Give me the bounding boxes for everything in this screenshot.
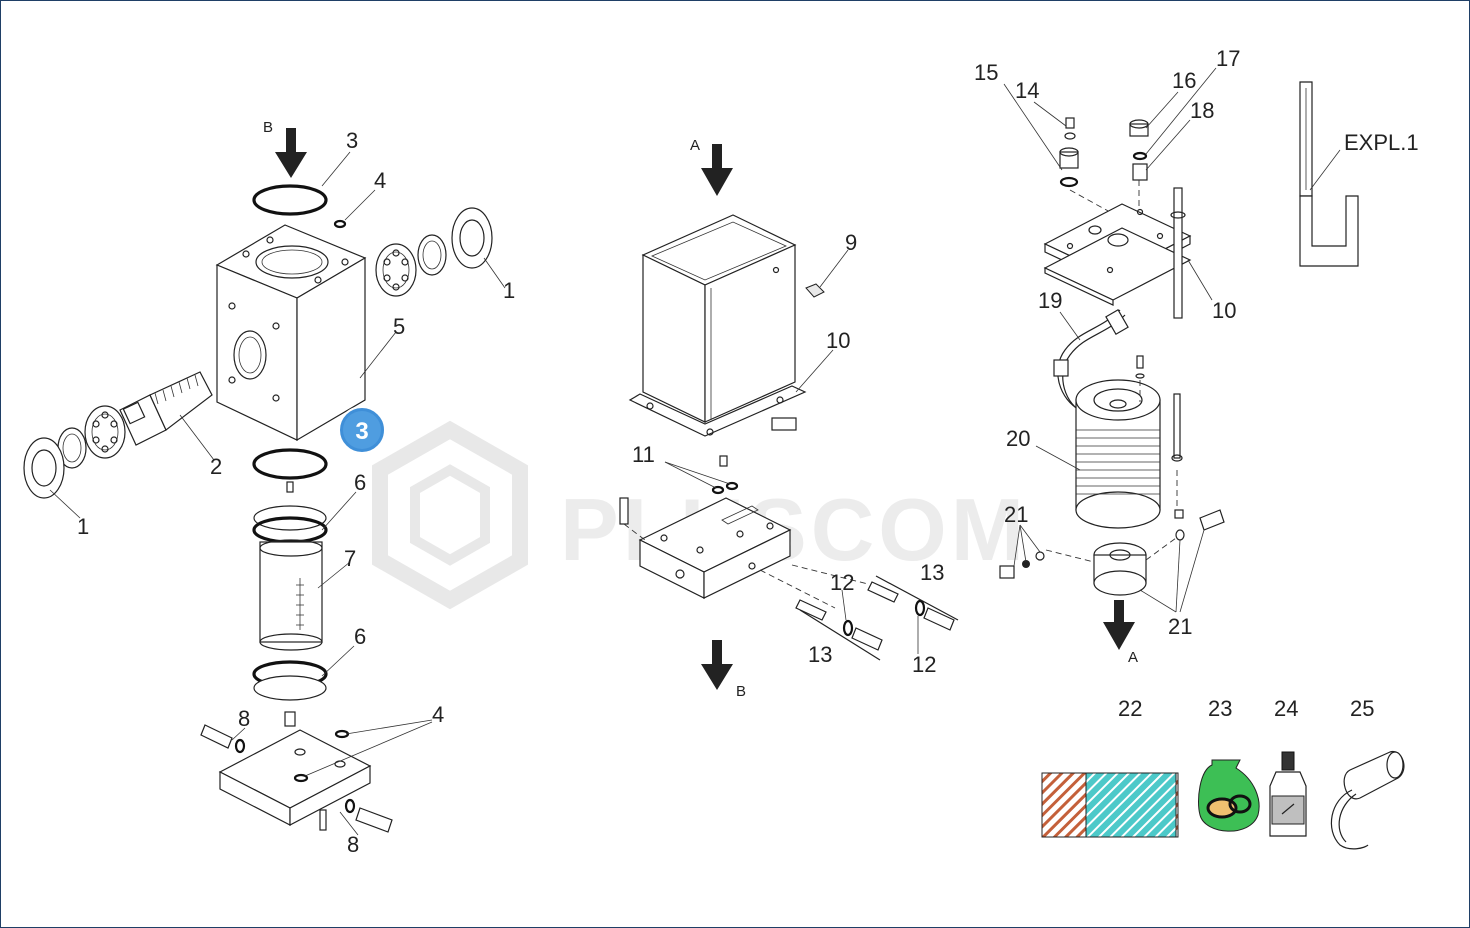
coupling-part-21 bbox=[999, 509, 1225, 596]
label-14: 14 bbox=[1015, 78, 1039, 103]
arrow-down-icon bbox=[275, 128, 307, 178]
label-13: 13 bbox=[920, 560, 944, 585]
arrow-down-icon bbox=[1103, 600, 1135, 650]
label-expl-1: EXPL.1 bbox=[1344, 130, 1419, 155]
watermark: PLUSCOM bbox=[372, 420, 1028, 610]
base-block bbox=[218, 711, 372, 831]
accessory-seal-bag-part-23 bbox=[1198, 759, 1260, 832]
fitting-part-8-left bbox=[200, 724, 246, 754]
screw-part-14 bbox=[1065, 117, 1075, 129]
housing-block-part-5 bbox=[215, 224, 367, 442]
label-4: 4 bbox=[432, 702, 444, 727]
left-leaders bbox=[49, 151, 506, 836]
label-1: 1 bbox=[77, 514, 89, 539]
label-25: 25 bbox=[1350, 696, 1374, 721]
arrow-down-icon bbox=[701, 144, 733, 196]
label-7: 7 bbox=[344, 546, 356, 571]
distributor-plate bbox=[619, 497, 792, 599]
label-6: 6 bbox=[354, 470, 366, 495]
label-12: 12 bbox=[830, 570, 854, 595]
arrow-label-a: A bbox=[690, 137, 700, 154]
arrow-label-a: A bbox=[1128, 649, 1138, 666]
accessory-felt-part-22 bbox=[1041, 772, 1179, 838]
tank-box bbox=[628, 214, 807, 437]
label-10: 10 bbox=[826, 328, 850, 353]
label-24: 24 bbox=[1274, 696, 1298, 721]
cap-part-6-bottom bbox=[252, 660, 328, 701]
expl-tool bbox=[1299, 81, 1359, 267]
label-2: 2 bbox=[210, 454, 222, 479]
label-6: 6 bbox=[354, 624, 366, 649]
label-21: 21 bbox=[1004, 502, 1028, 527]
screw-part-9 bbox=[805, 283, 825, 298]
label-15: 15 bbox=[974, 60, 998, 85]
left-assembly: B bbox=[23, 119, 493, 833]
accessory-capacitor-part-25 bbox=[1330, 751, 1405, 850]
cable-part-19 bbox=[1053, 309, 1129, 415]
label-18: 18 bbox=[1190, 98, 1214, 123]
accessory-bottle-part-24 bbox=[1269, 751, 1307, 837]
right-leaders bbox=[1003, 67, 1341, 613]
fitting-group-left bbox=[759, 569, 883, 661]
motor-part-20 bbox=[1075, 355, 1183, 529]
label-3: 3 bbox=[346, 128, 358, 153]
gear-shaft-part-2 bbox=[119, 371, 213, 446]
label-13: 13 bbox=[808, 642, 832, 667]
label-8: 8 bbox=[238, 706, 250, 731]
o-ring-part-3 bbox=[252, 184, 328, 216]
label-23: 23 bbox=[1208, 696, 1232, 721]
arrow-label-b: B bbox=[736, 683, 746, 700]
label-9: 9 bbox=[845, 230, 857, 255]
label-11: 11 bbox=[632, 442, 655, 467]
plug-part-16 bbox=[1129, 119, 1149, 181]
label-19: 19 bbox=[1038, 288, 1062, 313]
label-21: 21 bbox=[1168, 614, 1192, 639]
step-badge-number: 3 bbox=[355, 418, 368, 445]
fitting-group-right bbox=[791, 564, 959, 631]
right-assembly: A bbox=[999, 81, 1359, 666]
o-ring-lower bbox=[252, 448, 328, 480]
label-17: 17 bbox=[1216, 46, 1240, 71]
label-5: 5 bbox=[393, 314, 405, 339]
middle-assembly: A bbox=[619, 137, 959, 700]
step-badge[interactable]: 3 bbox=[338, 406, 386, 454]
plug-part-15 bbox=[1059, 147, 1079, 188]
watermark-text: PLUSCOM bbox=[560, 480, 1028, 579]
arrow-label-b: B bbox=[263, 119, 273, 136]
seals-part-11 bbox=[711, 455, 739, 495]
bearing-right bbox=[375, 207, 493, 297]
middle-leaders bbox=[664, 249, 919, 654]
small-seal-part-4 bbox=[333, 219, 347, 229]
label-10: 10 bbox=[1212, 298, 1236, 323]
label-20: 20 bbox=[1006, 426, 1030, 451]
fitting-part-8-right bbox=[344, 798, 393, 833]
sight-glass-part-7 bbox=[259, 539, 323, 651]
label-1: 1 bbox=[503, 278, 515, 303]
cap-part-6-top bbox=[252, 481, 328, 544]
label-8: 8 bbox=[347, 832, 359, 857]
bearing-left bbox=[23, 405, 126, 499]
label-22: 22 bbox=[1118, 696, 1142, 721]
label-12: 12 bbox=[912, 652, 936, 677]
arrow-down-icon bbox=[701, 640, 733, 690]
label-4: 4 bbox=[374, 168, 386, 193]
label-16: 16 bbox=[1172, 68, 1196, 93]
lid-part-10 bbox=[1043, 187, 1192, 319]
